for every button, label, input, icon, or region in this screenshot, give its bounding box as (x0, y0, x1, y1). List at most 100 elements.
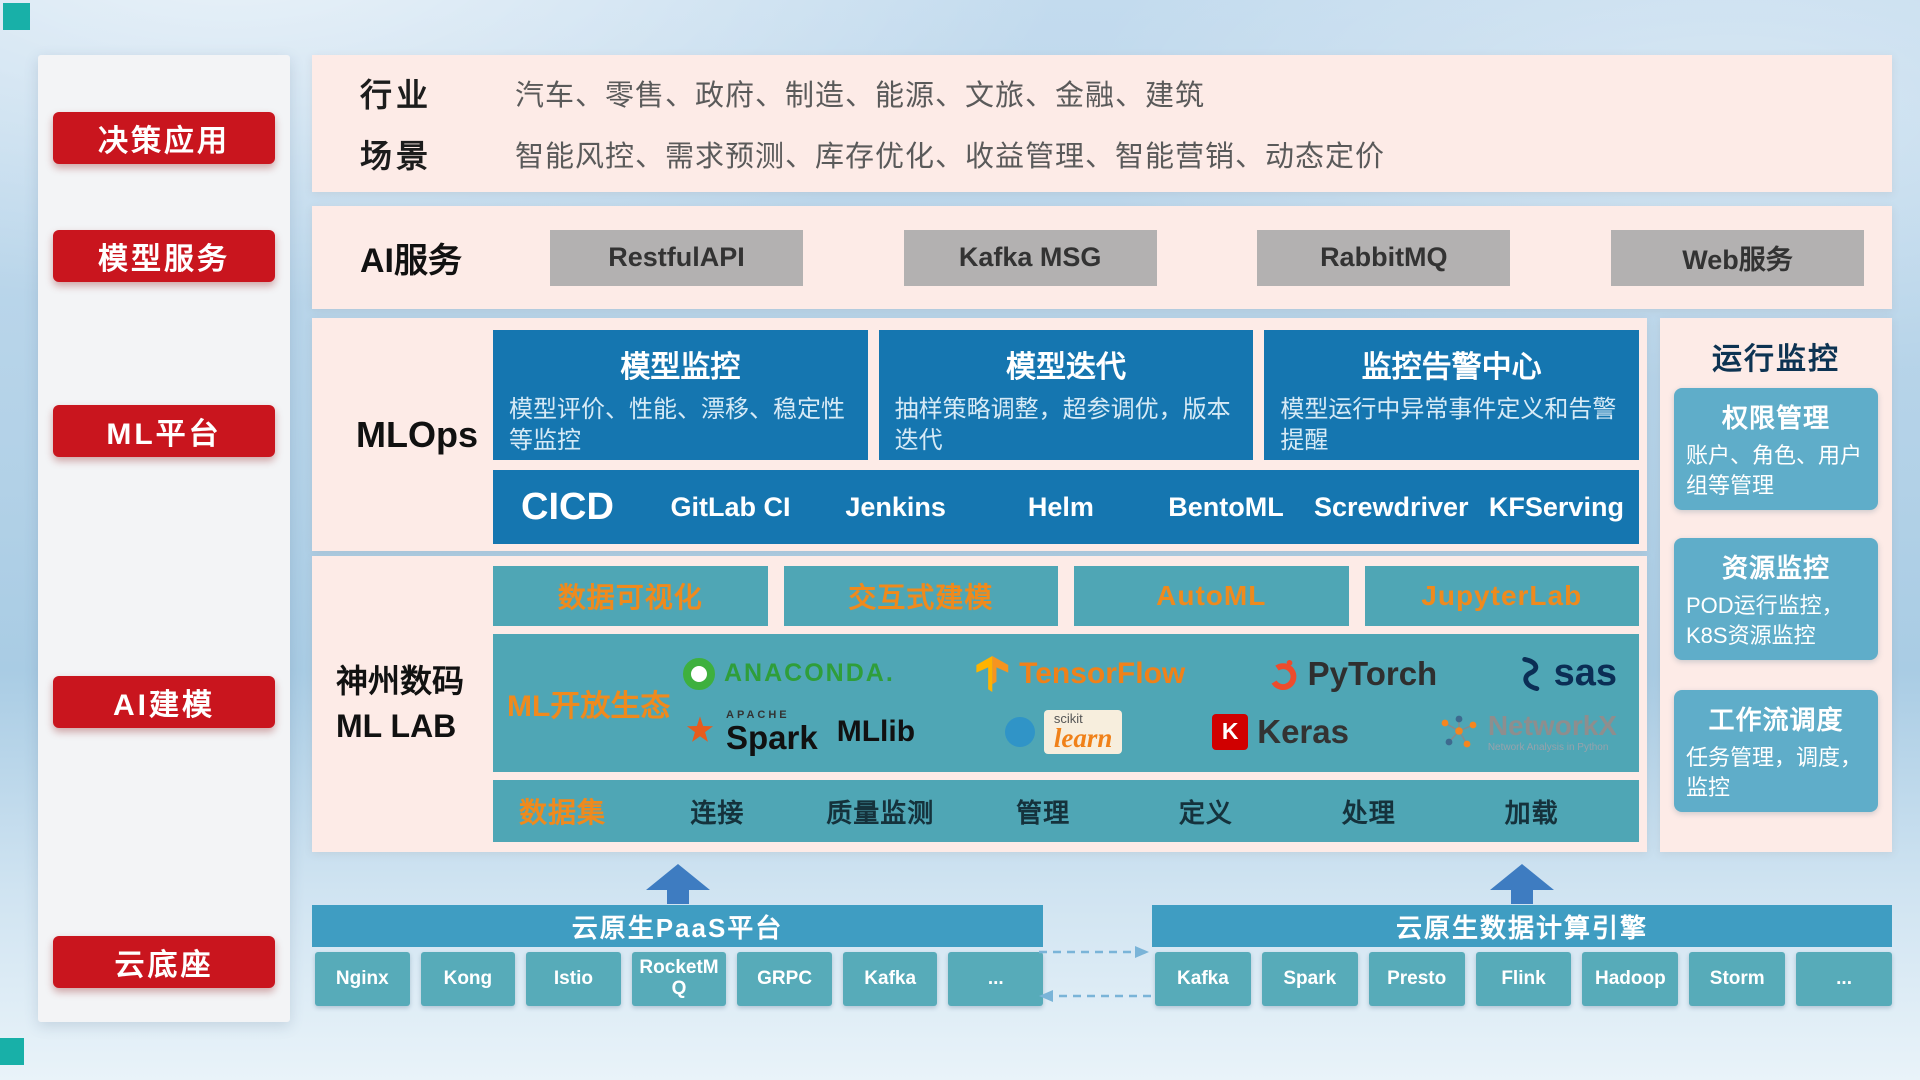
card-title: 监控告警中心 (1361, 351, 1542, 384)
mllib-label: MLlib (836, 714, 916, 748)
ecosystem-row-1: ANACONDA. TensorFlow (675, 652, 1625, 695)
tech-chip-hadoop[interactable]: Hadoop (1582, 952, 1679, 1006)
cicd-items: GitLab CI Jenkins Helm BentoML Screwdriv… (648, 492, 1639, 523)
spark-label-stack: APACHE Spark (726, 709, 818, 756)
cicd-item-bentoml: BentoML (1168, 491, 1284, 522)
spark-icon (686, 716, 714, 742)
card-title: 模型监控 (620, 351, 741, 384)
tech-chip-more[interactable]: ... (948, 952, 1044, 1006)
keras-label: Keras (1257, 712, 1349, 750)
spark-label: Spark (726, 718, 818, 756)
scikit-learn-logo: scikit learn (1004, 709, 1123, 754)
permission-management-card: 权限管理 账户、角色、用户组等管理 (1674, 388, 1878, 510)
tech-chip-spark[interactable]: Spark (1261, 952, 1358, 1006)
engine-chips: Kafka Spark Presto Flink Hadoop Storm ..… (1155, 952, 1893, 1006)
mlops-card-model-monitoring: 模型监控 模型评价、性能、漂移、稳定性等监控 (493, 330, 868, 460)
scene-value: 智能风控、需求预测、库存优化、收益管理、智能营销、动态定价 (515, 141, 1386, 173)
cicd-bar: CICD GitLab CI Jenkins Helm BentoML Scre… (493, 470, 1639, 544)
up-arrow-icon (1490, 864, 1554, 904)
data-engine-bar: 云原生数据计算引擎 (1152, 905, 1892, 947)
scikit-learn-label-stack: scikit learn (1043, 709, 1123, 754)
scikit-label: scikit (1053, 710, 1083, 726)
ai-service-panel: AI服务 RestfulAPI Kafka MSG RabbitMQ Web服务 (312, 206, 1892, 309)
industry-value: 汽车、零售、政府、制造、能源、文旅、金融、建筑 (515, 80, 1206, 112)
dataset-item-manage: 管理 (1016, 797, 1071, 828)
kafka-msg-button[interactable]: Kafka MSG (903, 229, 1157, 286)
ecosystem-row-2: APACHE Spark MLlib scikit learn (675, 709, 1625, 756)
keras-icon: K (1212, 713, 1249, 750)
sas-icon (1521, 656, 1539, 691)
tensorflow-label: TensorFlow (1019, 656, 1186, 690)
jupyterlab-button[interactable]: JupyterLab (1364, 566, 1639, 626)
mlops-cards: 模型监控 模型评价、性能、漂移、稳定性等监控 模型迭代 抽样策略调整，超参调优，… (493, 330, 1640, 460)
ai-service-label: AI服务 (360, 242, 462, 280)
tech-chip-grpc[interactable]: GRPC (737, 952, 832, 1006)
cicd-item-helm: Helm (1027, 491, 1094, 522)
networkx-logo: NetworkX Network Analysis in Python (1439, 709, 1617, 753)
mlops-panel: MLOps 模型监控 模型评价、性能、漂移、稳定性等监控 模型迭代 抽样策略调整… (312, 318, 1647, 551)
networkx-subtitle: Network Analysis in Python (1487, 741, 1609, 753)
tech-chip-more[interactable]: ... (1796, 952, 1893, 1006)
paas-platform-bar: 云原生PaaS平台 (312, 905, 1043, 947)
cicd-item-kfserving: KFServing (1488, 491, 1624, 522)
restfulapi-button[interactable]: RestfulAPI (550, 229, 803, 286)
card-title: 工作流调度 (1708, 705, 1844, 735)
runtime-monitoring-panel: 运行监控 权限管理 账户、角色、用户组等管理 资源监控 POD运行监控，K8S资… (1660, 318, 1892, 852)
scene-row: 场景 智能风控、需求预测、库存优化、收益管理、智能营销、动态定价 (312, 131, 1892, 177)
cicd-label: CICD (521, 485, 614, 528)
cicd-item-screwdriver: Screwdriver (1313, 491, 1469, 522)
dataset-item-quality: 质量监测 (826, 797, 935, 828)
mlops-card-model-iteration: 模型迭代 抽样策略调整，超参调优，版本迭代 (878, 330, 1254, 460)
anaconda-logo: ANACONDA. (683, 657, 895, 690)
card-desc: 模型评价、性能、漂移、稳定性等监控 (509, 396, 845, 455)
ml-ecosystem-label: ML开放生态 (507, 690, 671, 723)
sidebar-item-ai-modeling[interactable]: AI建模 (53, 676, 275, 728)
dataset-item-process: 处理 (1341, 797, 1396, 828)
sas-logo: sas (1519, 652, 1617, 695)
tech-chip-flink[interactable]: Flink (1475, 952, 1572, 1006)
pytorch-icon (1269, 659, 1297, 690)
tech-chip-kafka[interactable]: Kafka (842, 952, 938, 1006)
tech-chip-rocketmq[interactable]: RocketMQ (631, 952, 727, 1006)
scikit-learn-icon (1004, 716, 1035, 747)
tech-chip-istio[interactable]: Istio (526, 952, 621, 1006)
cicd-item-jenkins: Jenkins (845, 491, 946, 522)
resource-monitoring-card: 资源监控 POD运行监控，K8S资源监控 (1674, 538, 1878, 660)
interactive-modeling-button[interactable]: 交互式建模 (783, 566, 1058, 626)
anaconda-icon (683, 657, 715, 690)
sidebar-item-ml-platform[interactable]: ML平台 (53, 405, 275, 457)
industry-label: 行业 (360, 77, 433, 113)
automl-button[interactable]: AutoML (1074, 566, 1349, 626)
corner-accent-top-left (3, 3, 30, 30)
modeling-tools-row: 数据可视化 交互式建模 AutoML JupyterLab (493, 566, 1639, 626)
anaconda-label: ANACONDA. (724, 659, 895, 688)
dashed-link-arrows-icon (1039, 946, 1151, 1002)
tensorflow-icon (976, 655, 1009, 692)
tech-chip-kong[interactable]: Kong (420, 952, 516, 1006)
ml-lab-label: 神州数码 ML LAB (336, 659, 464, 749)
industry-scene-panel: 行业 汽车、零售、政府、制造、能源、文旅、金融、建筑 场景 智能风控、需求预测、… (312, 55, 1892, 192)
dataset-item-load: 加载 (1504, 797, 1559, 828)
tensorflow-logo: TensorFlow (976, 655, 1186, 692)
keras-logo: K Keras (1212, 713, 1349, 751)
sidebar-item-decision-apps[interactable]: 决策应用 (53, 112, 275, 164)
card-desc: 账户、角色、用户组等管理 (1686, 443, 1863, 498)
sas-label: sas (1553, 652, 1617, 695)
tech-chip-presto[interactable]: Presto (1368, 952, 1465, 1006)
pytorch-logo: PyTorch (1267, 655, 1437, 693)
card-title: 资源监控 (1721, 553, 1830, 583)
rabbitmq-button[interactable]: RabbitMQ (1257, 229, 1511, 286)
data-visualization-button[interactable]: 数据可视化 (493, 566, 768, 626)
networkx-label: NetworkX (1487, 709, 1617, 741)
paas-chips: Nginx Kong Istio RocketMQ GRPC Kafka ... (315, 952, 1044, 1006)
sidebar-item-model-service[interactable]: 模型服务 (53, 230, 275, 282)
sidebar-item-cloud-base[interactable]: 云底座 (53, 936, 275, 988)
up-arrow-icon (646, 864, 710, 904)
learn-label: learn (1053, 722, 1113, 753)
tech-chip-nginx[interactable]: Nginx (315, 952, 410, 1006)
mlops-card-alert-center: 监控告警中心 模型运行中异常事件定义和告警提醒 (1264, 330, 1640, 460)
web-service-button[interactable]: Web服务 (1610, 229, 1864, 286)
tech-chip-kafka[interactable]: Kafka (1155, 952, 1251, 1006)
tech-chip-storm[interactable]: Storm (1689, 952, 1786, 1006)
layer-sidebar: 决策应用 模型服务 ML平台 AI建模 云底座 (38, 55, 290, 1022)
